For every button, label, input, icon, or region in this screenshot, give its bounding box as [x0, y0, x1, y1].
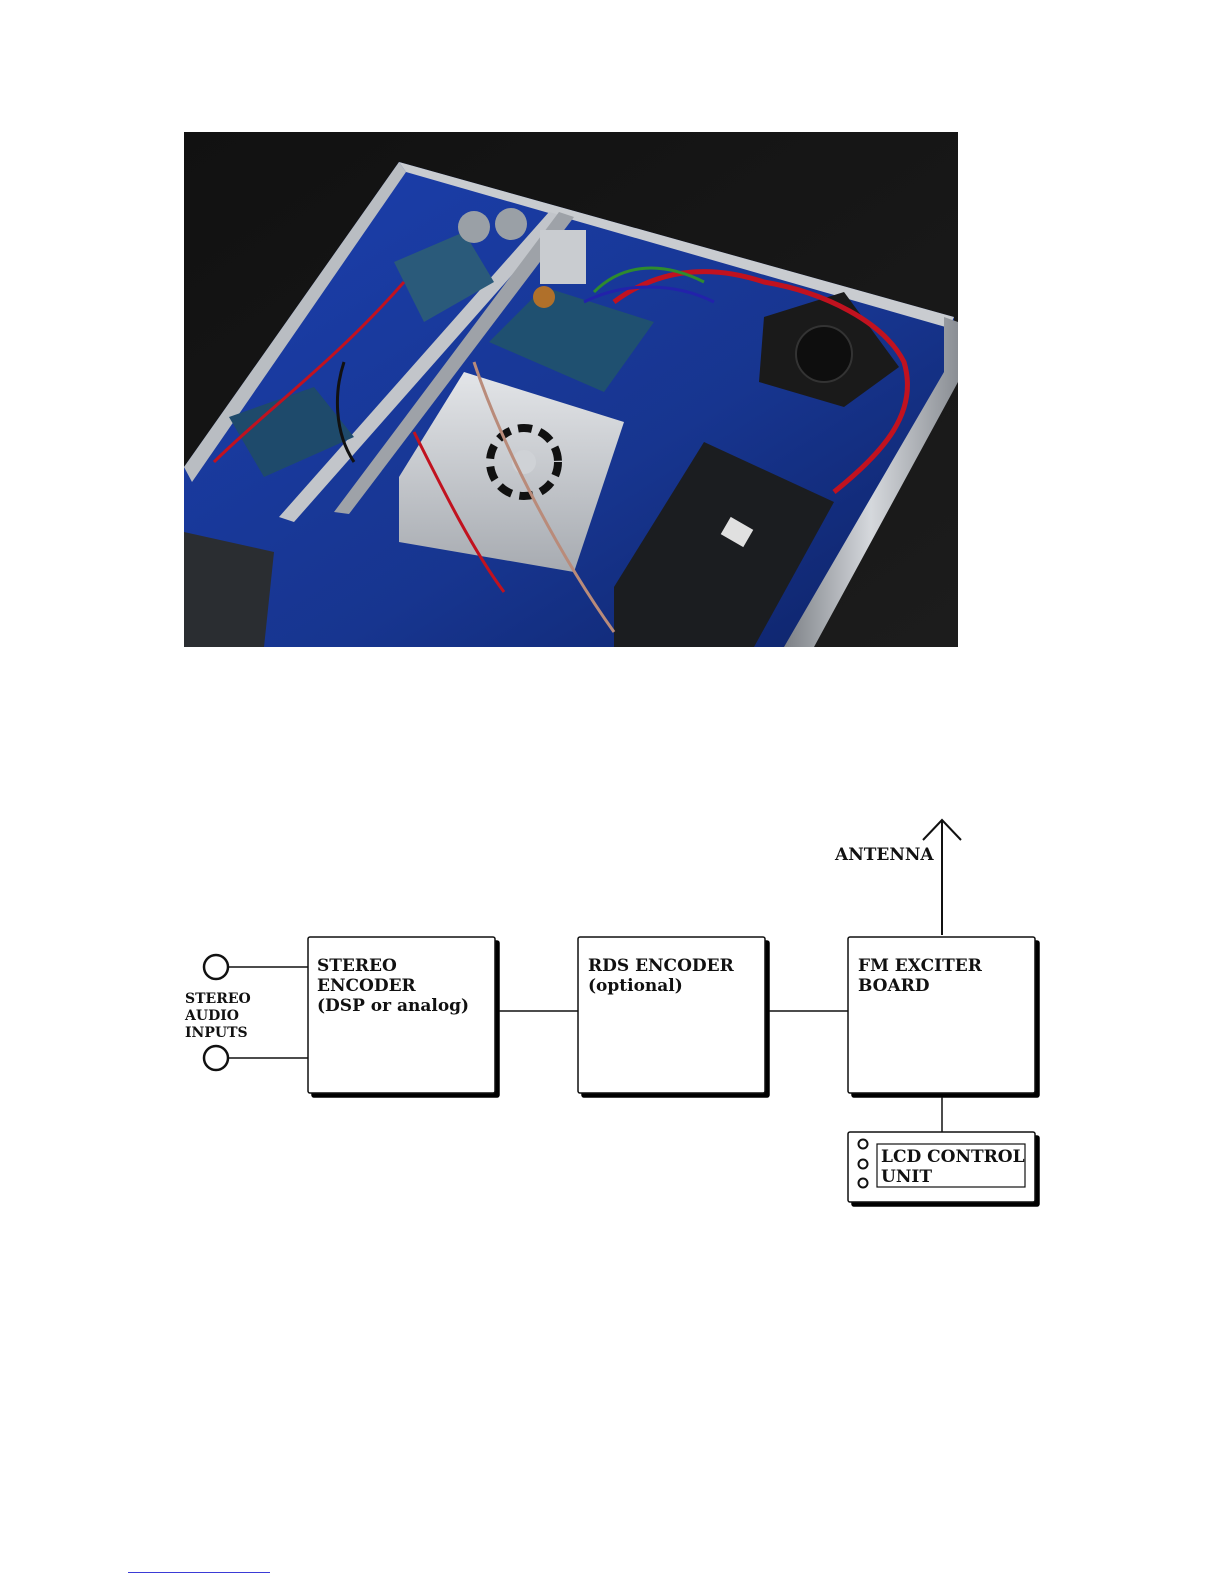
antenna-label: ANTENNA [834, 845, 934, 865]
antenna-arrow [923, 820, 961, 935]
svg-text:LCD CONTROL: LCD CONTROL [881, 1147, 1025, 1167]
lcd-control-unit-block [848, 1132, 1035, 1202]
svg-text:STEREO: STEREO [317, 956, 397, 976]
svg-text:AUDIO: AUDIO [184, 1008, 239, 1024]
svg-text:UNIT: UNIT [881, 1167, 932, 1187]
svg-text:BOARD: BOARD [858, 976, 930, 996]
svg-text:(optional): (optional) [588, 976, 683, 996]
lcd-button-2 [859, 1160, 868, 1169]
svg-text:STEREO: STEREO [185, 991, 251, 1007]
footnote-separator [128, 1572, 270, 1573]
svg-text:RDS ENCODER: RDS ENCODER [588, 956, 735, 976]
audio-input-jack-right [204, 1046, 228, 1070]
svg-text:FM EXCITER: FM EXCITER [858, 956, 983, 976]
stereo-audio-inputs-label: STEREO AUDIO INPUTS [184, 991, 251, 1041]
svg-text:(DSP or analog): (DSP or analog) [317, 996, 469, 1016]
svg-text:INPUTS: INPUTS [185, 1025, 248, 1041]
svg-text:ENCODER: ENCODER [317, 976, 417, 996]
lcd-button-3 [859, 1179, 868, 1188]
audio-input-jack-left [204, 955, 228, 979]
lcd-button-1 [859, 1140, 868, 1149]
